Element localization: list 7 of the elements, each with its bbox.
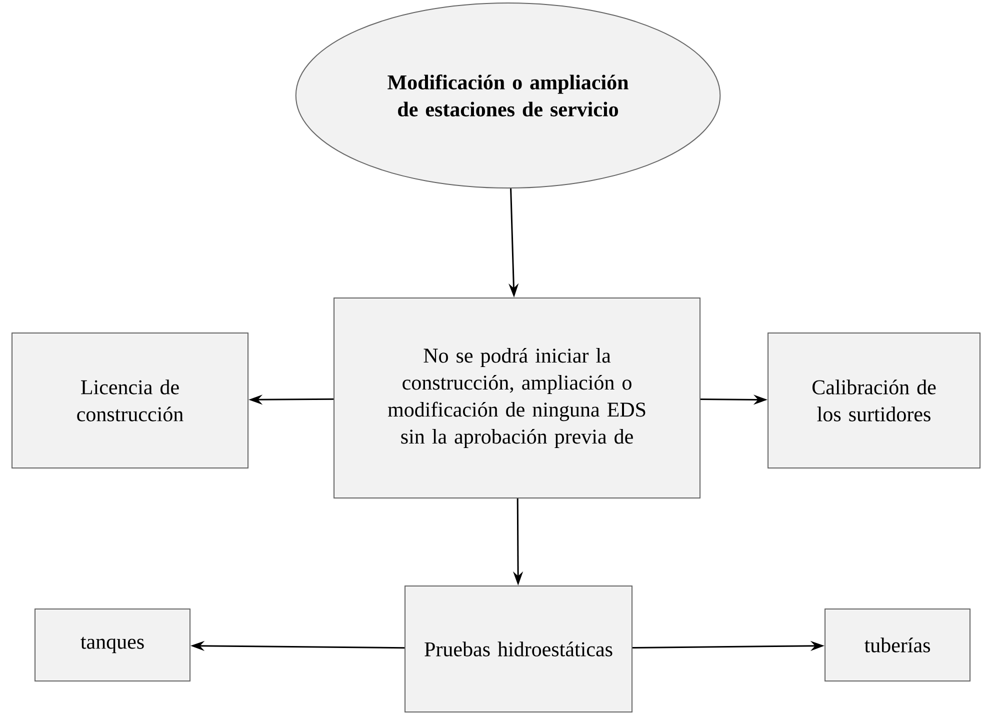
process-box: Licencia de construcción: [12, 332, 248, 468]
process-box: tanques: [34, 608, 190, 682]
process-box: Calibración de los surtidores: [768, 332, 981, 468]
process-box: tuberías: [824, 608, 971, 682]
process-box: No se podrá iniciar la construcción, ampliación o modificación de ninguna EDS sin la aprobación previa de: [334, 298, 700, 498]
process-box: Pruebas hidroestáticas: [404, 586, 632, 712]
ellipse-node: Modificación o ampliación de estaciones de servicio: [295, 2, 721, 188]
